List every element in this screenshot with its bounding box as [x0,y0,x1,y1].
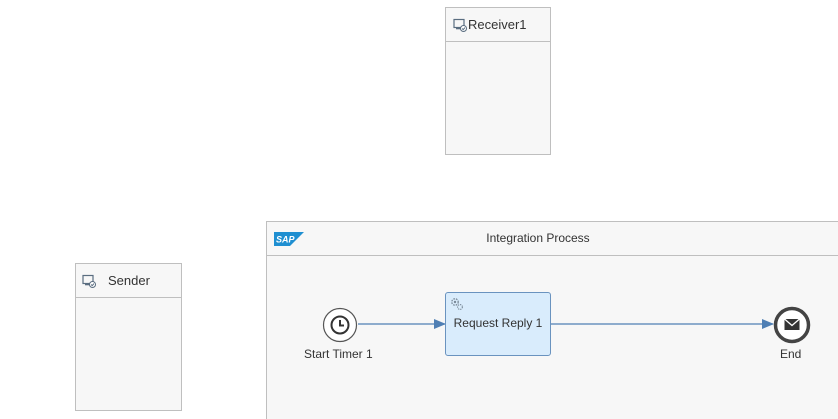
participant-system-icon [82,274,96,288]
sender-header[interactable]: Sender [76,264,181,298]
gear-icon [451,298,463,310]
sender-label: Sender [108,273,150,288]
participant-system-icon [453,18,467,32]
pool-title: Integration Process [486,231,590,245]
start-timer-label: Start Timer 1 [304,347,373,361]
request-reply-task[interactable]: Request Reply 1 [445,292,551,356]
start-timer-event[interactable] [322,307,358,343]
sender-participant[interactable]: Sender [75,263,182,411]
sap-logo-text: SAP [276,235,296,245]
request-reply-label: Request Reply 1 [453,316,543,330]
envelope-icon [773,306,811,344]
end-label: End [780,347,802,361]
end-message-event[interactable] [773,306,811,344]
receiver-participant[interactable]: Receiver1 [445,7,551,155]
sap-logo-icon: SAP [274,232,304,246]
pool-header[interactable]: SAP Integration Process [267,222,838,256]
receiver-label: Receiver1 [468,17,527,32]
receiver-header[interactable]: Receiver1 [446,8,550,42]
integration-process-pool[interactable]: SAP Integration Process [266,221,838,419]
clock-icon [322,307,358,343]
